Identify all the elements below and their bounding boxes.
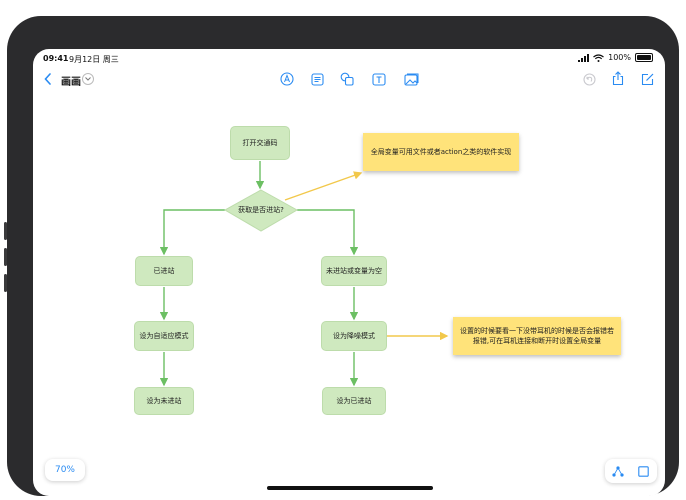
side-button: [4, 222, 7, 240]
new-board-button[interactable]: [639, 71, 655, 87]
screen: 09:41 9月12日 周三 100%: [33, 49, 665, 496]
status-date: 9月12日 周三: [69, 55, 119, 64]
connectors: [159, 161, 449, 387]
decision-diamond[interactable]: [223, 189, 299, 232]
bottom-right-tools: [605, 459, 657, 483]
pen-tool-icon: [280, 72, 294, 86]
media-button[interactable]: [403, 71, 419, 87]
connector-decision-to-entered: [159, 209, 225, 256]
chevron-left-icon: [44, 73, 51, 85]
node-adaptive-mode-label: 设为自适应模式: [139, 332, 189, 340]
pen-tool-button[interactable]: [279, 71, 295, 87]
cellular-icon: [578, 53, 590, 62]
connector-decision-to-note: [284, 171, 363, 201]
new-board-icon: [641, 73, 653, 85]
node-start-label: 打开交通码: [242, 139, 278, 147]
status-time: 09:41: [43, 54, 69, 63]
node-not-entered-label: 未进站或变量为空: [326, 267, 382, 275]
battery-percentage: 100%: [608, 53, 631, 62]
status-bar: 09:41 9月12日 周三 100%: [33, 49, 665, 67]
sticky-note-global-variable[interactable]: 全局变量可用文件或者action之类的软件实现: [363, 133, 519, 171]
undo-button[interactable]: [581, 71, 597, 87]
node-set-entered-label: 设为已进站: [336, 397, 372, 405]
sticky-note-global-variable-text: 全局变量可用文件或者action之类的软件实现: [370, 148, 512, 156]
text-box-button[interactable]: [371, 71, 387, 87]
ipad-frame: 09:41 9月12日 周三 100%: [4, 16, 679, 496]
side-button: [4, 248, 7, 266]
board-canvas[interactable]: 打开交通码 获取是否进站? 已进站 未进站或变量为空 设为自适应模式 设为降噪模…: [33, 49, 665, 496]
document-title[interactable]: 画画: [61, 77, 81, 88]
node-noise-mode[interactable]: 设为降噪模式: [321, 321, 387, 351]
board-bounds-button[interactable]: [635, 463, 651, 479]
sticky-note-settings[interactable]: 设置的时候要看一下没带耳机的时候是否会报错若报错,可在耳机连接和断开时设置全局变…: [453, 317, 621, 355]
zoom-level-text: 70%: [54, 465, 75, 475]
sticky-note-button[interactable]: [309, 71, 325, 87]
share-icon: [612, 71, 624, 86]
text-box-icon: [372, 72, 386, 86]
sticky-note-settings-text: 设置的时候要看一下没带耳机的时候是否会报错若报错,可在耳机连接和断开时设置全局变…: [460, 327, 614, 345]
node-not-entered[interactable]: 未进站或变量为空: [321, 256, 387, 286]
zoom-level-button[interactable]: 70%: [45, 459, 85, 481]
node-set-not-entered[interactable]: 设为未进站: [134, 387, 194, 415]
node-set-entered[interactable]: 设为已进站: [322, 387, 386, 415]
node-noise-mode-label: 设为降噪模式: [333, 332, 375, 340]
chevron-down-icon: [85, 77, 91, 81]
node-entered[interactable]: 已进站: [135, 256, 193, 286]
home-indicator[interactable]: [267, 486, 433, 490]
node-decision-label: 获取是否进站?: [238, 206, 284, 214]
share-button[interactable]: [610, 70, 626, 87]
media-icon: [403, 73, 418, 86]
connector-decision-to-not-entered: [297, 209, 359, 256]
node-adaptive-mode[interactable]: 设为自适应模式: [134, 321, 194, 351]
network-icon: [612, 465, 624, 477]
status-indicators: 100%: [578, 53, 653, 62]
node-set-not-entered-label: 设为未进站: [146, 397, 182, 405]
sticky-note-icon: [310, 72, 324, 86]
undo-icon: [582, 72, 596, 86]
wifi-icon: [593, 53, 604, 62]
title-menu-button[interactable]: [82, 73, 94, 85]
battery-icon: [635, 53, 653, 62]
square-icon: [637, 465, 649, 477]
structure-view-button[interactable]: [610, 463, 626, 479]
shapes-icon: [340, 72, 354, 86]
node-entered-label: 已进站: [153, 267, 175, 275]
back-button[interactable]: [41, 71, 55, 87]
node-start[interactable]: 打开交通码: [230, 126, 290, 160]
shapes-button[interactable]: [339, 71, 355, 87]
side-button: [4, 274, 7, 292]
